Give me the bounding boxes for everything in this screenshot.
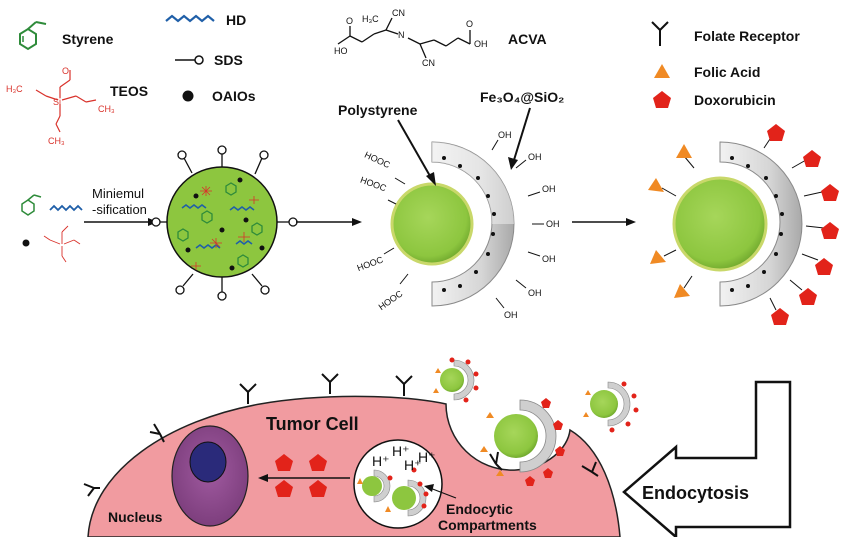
hooc-label-2: HOOC [359,175,388,194]
oh-label-4: OH [546,219,560,229]
particle-floating-2 [583,381,639,433]
styrene-icon [19,21,47,51]
miniemulsification-line2: -sification [92,202,147,217]
teos-structure-icon [35,70,97,133]
sds-surfactant-icon [175,55,204,65]
tumor-cell: Tumor Cell Nucleus [83,373,621,537]
nucleus-label: Nucleus [108,509,163,525]
teos-label: TEOS [110,83,148,99]
acva-structure-icon [337,17,471,59]
oaios-dot-icon [182,90,194,102]
legend-oaios: OAIOs [182,88,256,104]
hplus-1: H⁺ [372,453,390,469]
legend-folate-receptor: Folate Receptor [651,21,800,46]
hplus-4: H⁺ [418,449,436,465]
oh-label-6: OH [528,288,542,298]
doxorubicin-pentagon-icon [653,91,671,108]
polystyrene-silica-particle: HOOC HOOC HOOC HOOC OH OH OH OH OH OH OH [356,130,560,320]
acva-o-left-text: O [346,16,353,26]
endocytosis-arrow [622,380,792,537]
arrow-miniemulsification [84,218,158,226]
sds-label: SDS [214,52,243,68]
shell-label: Fe₃O₄@SiO₂ [480,89,564,105]
reagent-mix-icon [21,194,83,263]
legend-styrene: Styrene [19,21,114,51]
arrow-to-nucleus [258,474,350,482]
oh-label-3: OH [542,184,556,194]
styrene-label: Styrene [62,31,114,47]
acva-o-right-text: O [466,19,473,29]
nucleus [171,425,249,527]
legend-hd: HD [165,12,246,28]
miniemulsification-line1: Miniemul [92,186,144,201]
shell-pointer-arrow [508,107,531,170]
folate-receptor-icon [651,21,669,46]
acva-cn-bottom-text: CN [422,58,435,68]
hooc-label-3: HOOC [356,254,385,273]
tumor-cell-label: Tumor Cell [266,414,359,434]
released-doxorubicin [275,454,327,497]
oh-label-2: OH [528,152,542,162]
oh-label-7: OH [504,310,518,320]
legend-sds: SDS [175,52,243,68]
particle-floating-1 [433,357,479,403]
hd-label: HD [226,12,246,28]
teos-h3c-text: H₃C [6,84,23,94]
legend-teos: H₃C O Si CH₃ CH₃ TEOS [6,66,148,146]
endocytic-label-line1: Endocytic [446,501,513,517]
hplus-2: H⁺ [392,443,410,459]
polystyrene-label: Polystyrene [338,102,418,118]
endocytic-compartment: H⁺ H⁺ H⁺ H⁺ [353,439,443,529]
oh-label-1: OH [498,130,512,140]
doxorubicin-label: Doxorubicin [694,92,776,108]
acva-oh-text: OH [474,39,488,49]
hd-chain-icon [165,14,215,23]
endocytosis-label: Endocytosis [642,483,749,503]
oaios-label: OAIOs [212,88,256,104]
folic-acid-triangle-icon [654,64,670,78]
legend-doxorubicin: Doxorubicin [653,91,776,108]
arrow-to-functionalized [572,218,636,226]
acva-n-text: N [398,30,405,40]
teos-o-top-text: O [62,66,69,76]
teos-ch3-bottom-text: CH₃ [48,136,65,146]
hooc-label-4: HOOC [377,288,405,312]
polystyrene-pointer-arrow [397,119,436,186]
sds-surfactants [151,145,298,301]
hooc-label-1: HOOC [363,150,392,171]
acva-label: ACVA [508,31,547,47]
membrane-folate-receptors [83,373,599,497]
endocytic-label-line2: Compartments [438,517,537,533]
oh-label-5: OH [542,254,556,264]
acva-h3c-text: H₃C [362,14,379,24]
particle-entering-1 [480,398,565,486]
acva-ho-text: HO [334,46,348,56]
folate-receptor-label: Folate Receptor [694,28,800,44]
endocytic-pointer [424,484,457,499]
hplus-3: H⁺ [404,457,422,473]
legend-folic-acid: Folic Acid [654,64,760,80]
legend-acva: HO O H₃C CN N CN O OH ACVA [334,8,547,68]
arrow-to-polystyrene [296,218,362,226]
acva-cn-top-text: CN [392,8,405,18]
folic-acid-label: Folic Acid [694,64,760,80]
functionalized-nanoparticle [648,124,839,325]
miniemulsion-droplet [151,145,298,301]
teos-si-text: Si [53,97,61,107]
teos-ch3-right-text: CH₃ [98,104,115,114]
